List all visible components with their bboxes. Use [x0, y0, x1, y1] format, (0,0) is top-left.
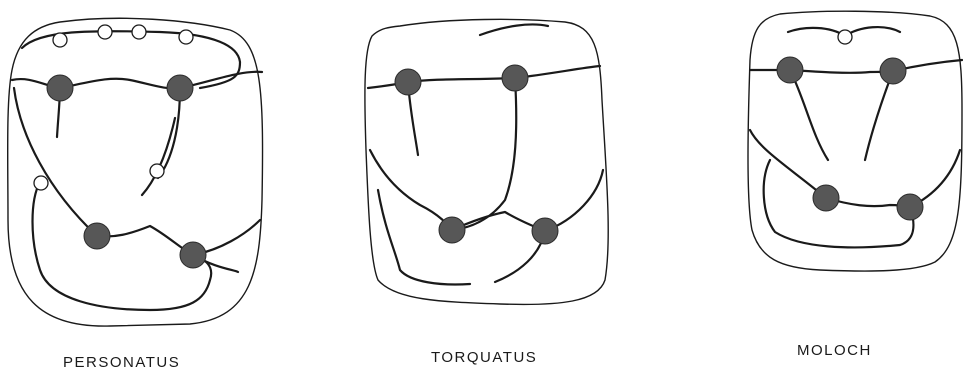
torquatus-label: TORQUATUS: [431, 349, 537, 366]
moloch-right-crest: [865, 71, 893, 160]
torquatus-left-wall: [370, 150, 452, 230]
personatus-middle-crest: [14, 88, 260, 255]
personatus-open-cusp-2: [98, 25, 112, 39]
moloch-open-cusp-1: [838, 30, 852, 44]
moloch-lower-crest: [764, 160, 914, 247]
moloch-molar: [748, 11, 962, 271]
moloch-cusp-2: [880, 58, 906, 84]
torquatus-cusp-4: [532, 218, 558, 244]
moloch-label: MOLOCH: [797, 342, 872, 359]
moloch-left-crest: [790, 70, 828, 160]
personatus-open-cusp-6: [150, 164, 164, 178]
personatus-open-cusp-1: [53, 33, 67, 47]
moloch-tooth-outline: [748, 11, 962, 271]
personatus-open-cusp-4: [179, 30, 193, 44]
personatus-cusp-1: [47, 75, 73, 101]
personatus-open-cusp-3: [132, 25, 146, 39]
torquatus-cusp-2: [502, 65, 528, 91]
personatus-label: PERSONATUS: [63, 354, 180, 371]
torquatus-molar: [365, 19, 608, 304]
personatus-molar: [8, 18, 263, 326]
moloch-left-wall: [750, 130, 826, 198]
moloch-cusp-1: [777, 57, 803, 83]
personatus-cusp-4: [180, 242, 206, 268]
torquatus-cusp-3: [439, 217, 465, 243]
torquatus-upper-arc: [480, 24, 548, 35]
torquatus-tooth-outline: [365, 19, 608, 304]
personatus-cusp-2: [167, 75, 193, 101]
moloch-cusp-3: [813, 185, 839, 211]
moloch-cusp-4: [897, 194, 923, 220]
torquatus-center-crest: [452, 78, 516, 230]
torquatus-cusp-1: [395, 69, 421, 95]
personatus-cusp-3: [84, 223, 110, 249]
personatus-open-cusp-5: [34, 176, 48, 190]
